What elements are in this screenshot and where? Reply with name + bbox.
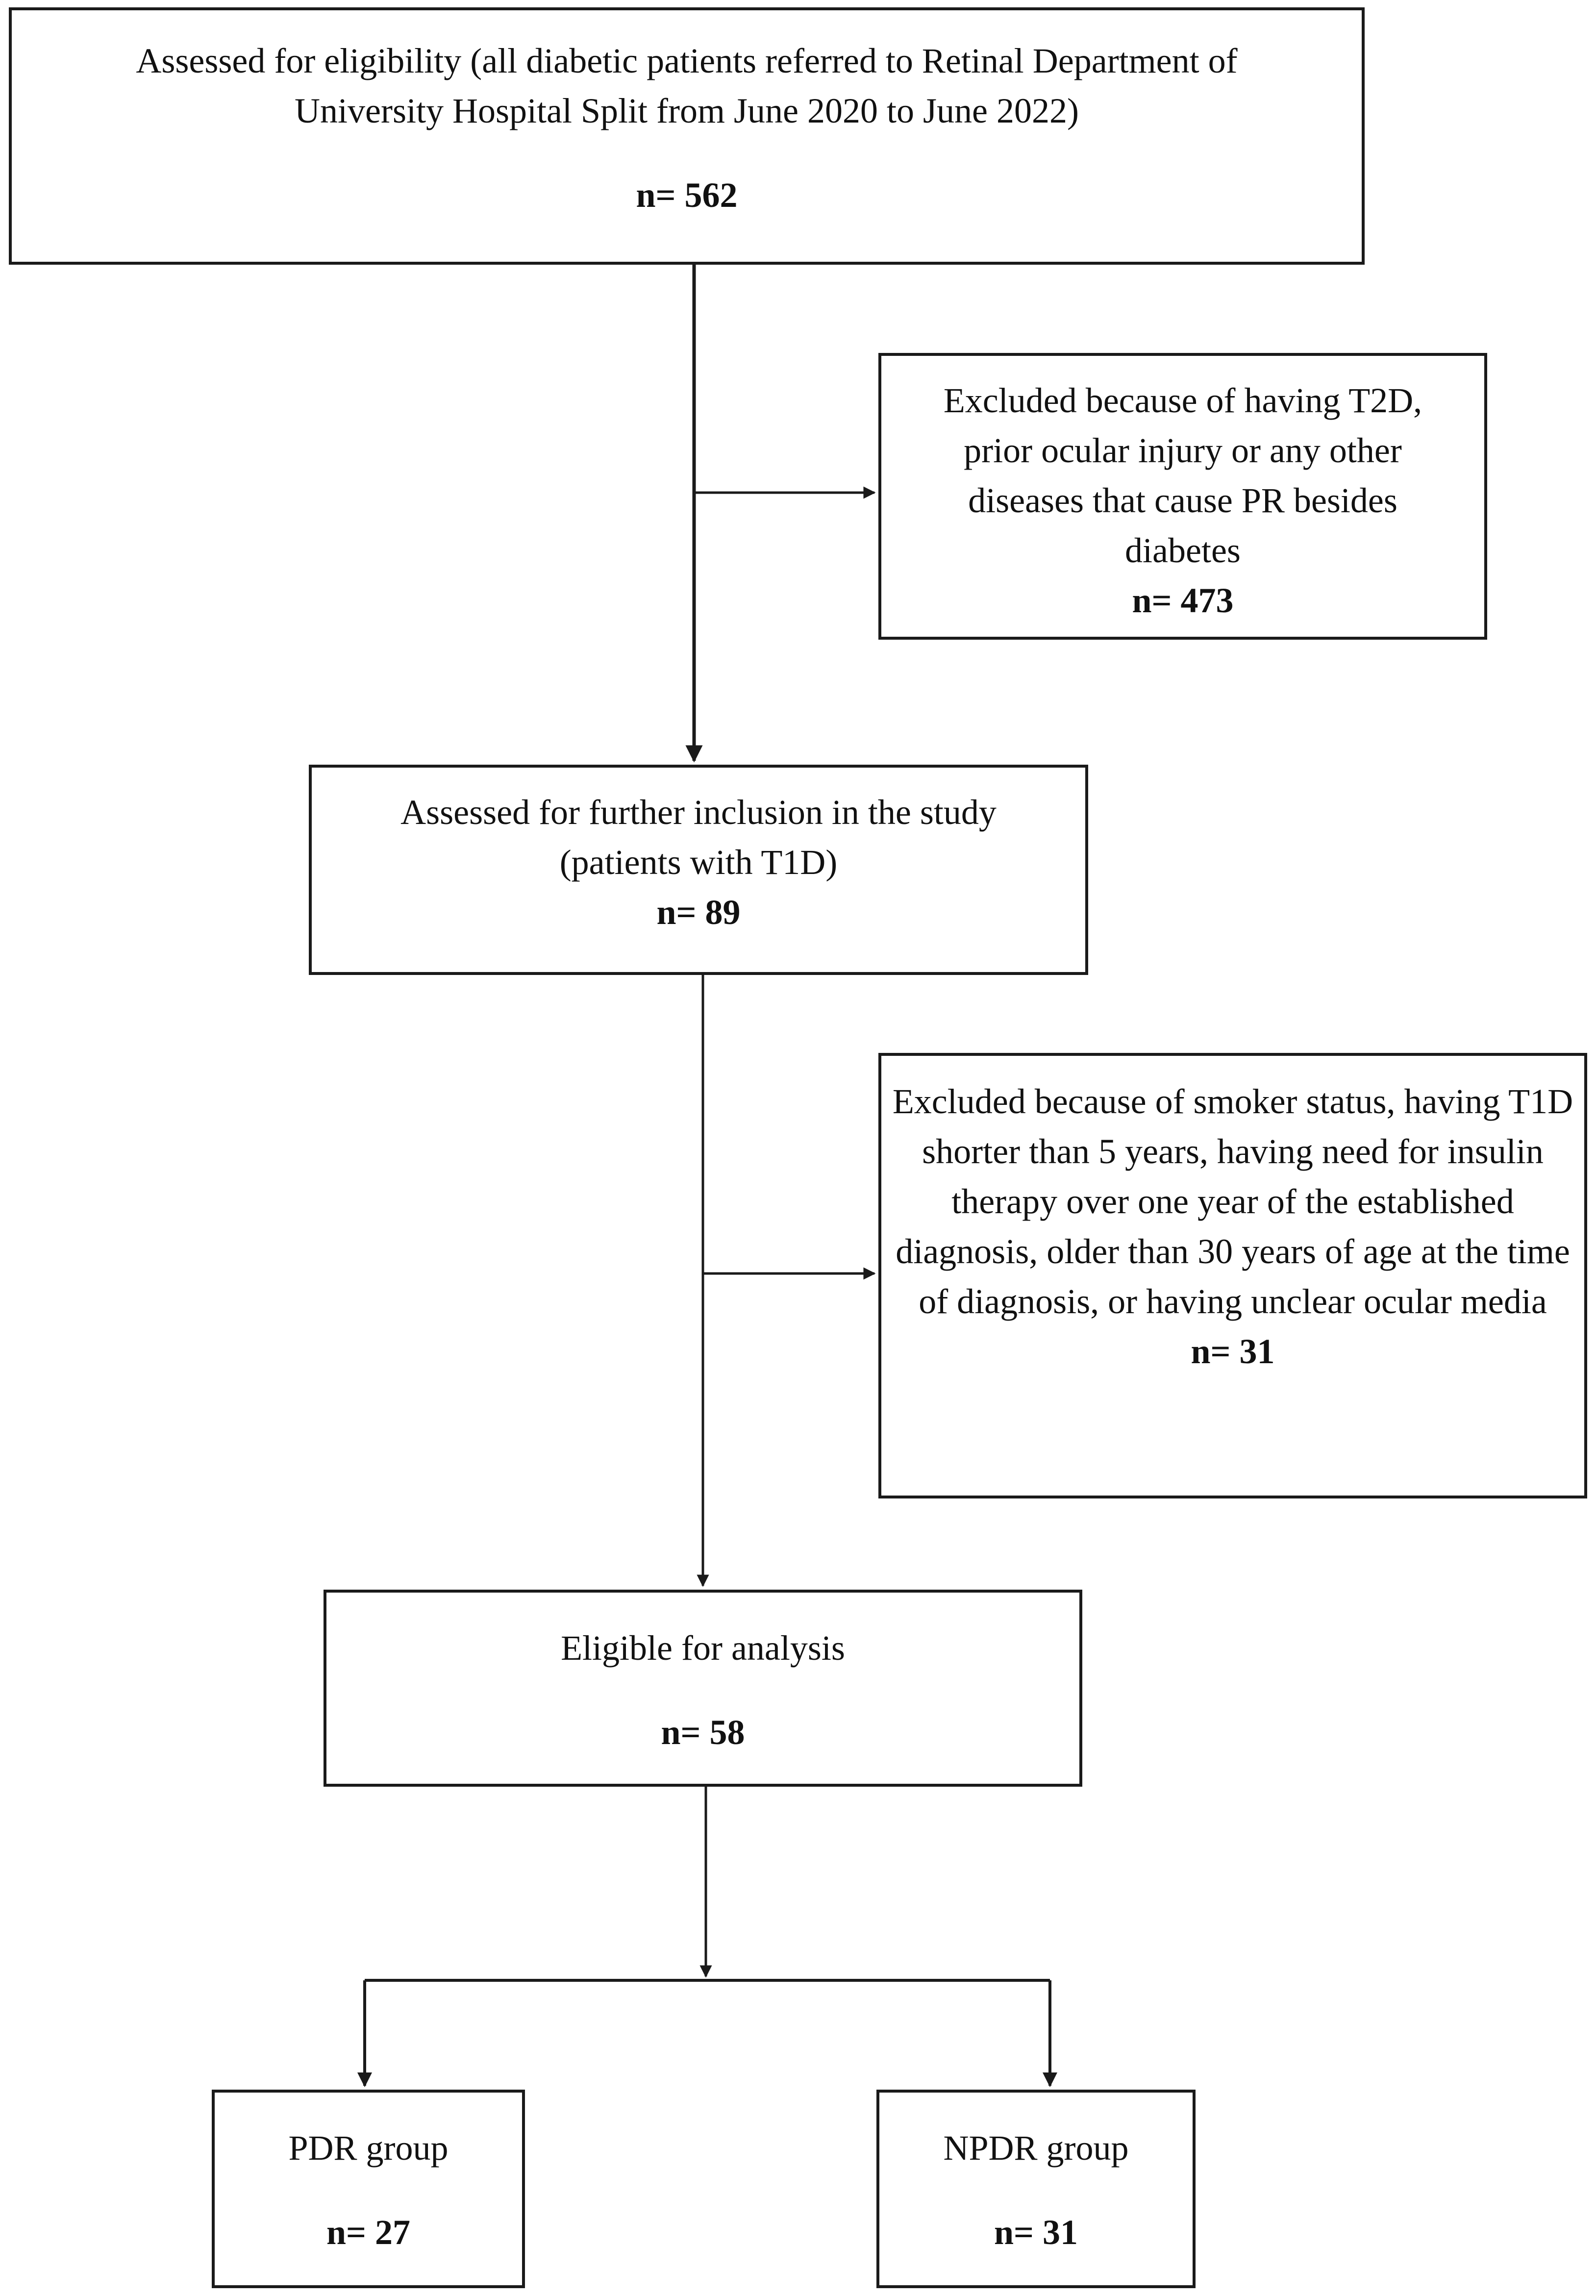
excluded-2-label: Excluded because of smoker status, havin… <box>892 1082 1573 1321</box>
excluded-1-count: n= 473 <box>1132 581 1234 620</box>
excluded-2-count: n= 31 <box>1191 1332 1275 1371</box>
box-npdr-group: NPDR group n= 31 <box>876 2090 1196 2288</box>
pdr-label: PDR group <box>288 2128 449 2168</box>
box-pdr-group: PDR group n= 27 <box>212 2090 525 2288</box>
assessed-label: Assessed for eligibility (all diabetic p… <box>136 41 1238 130</box>
eligible-label: Eligible for analysis <box>561 1628 845 1668</box>
box-excluded-first: Excluded because of having T2D, prior oc… <box>878 353 1487 640</box>
box-further-inclusion: Assessed for further inclusion in the st… <box>309 765 1088 975</box>
further-inclusion-label: Assessed for further inclusion in the st… <box>400 793 997 882</box>
npdr-label: NPDR group <box>943 2128 1129 2168</box>
further-inclusion-count: n= 89 <box>656 893 741 932</box>
pdr-count: n= 27 <box>326 2213 411 2252</box>
box-eligible-for-analysis: Eligible for analysis n= 58 <box>324 1590 1082 1787</box>
box-excluded-second: Excluded because of smoker status, havin… <box>878 1053 1587 1498</box>
box-assessed-for-eligibility: Assessed for eligibility (all diabetic p… <box>9 7 1365 265</box>
excluded-1-label: Excluded because of having T2D, prior oc… <box>943 381 1422 570</box>
npdr-count: n= 31 <box>994 2213 1078 2252</box>
eligible-count: n= 58 <box>661 1713 745 1752</box>
assessed-count: n= 562 <box>636 175 738 215</box>
